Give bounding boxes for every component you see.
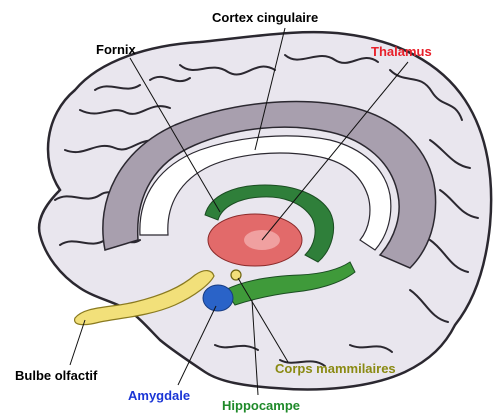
mammillary-body-structure [231,270,241,280]
label-thalamus: Thalamus [371,45,432,58]
label-cortex-cingulaire: Cortex cingulaire [212,11,318,24]
label-hippocampe: Hippocampe [222,399,300,412]
label-fornix: Fornix [96,43,136,56]
label-amygdale: Amygdale [128,389,190,402]
amygdala-structure [203,285,233,311]
label-corps-mammilaires: Corps mammilaires [275,362,396,375]
pointer-bulbe-olfactif [70,320,85,365]
label-bulbe-olfactif: Bulbe olfactif [15,369,97,382]
